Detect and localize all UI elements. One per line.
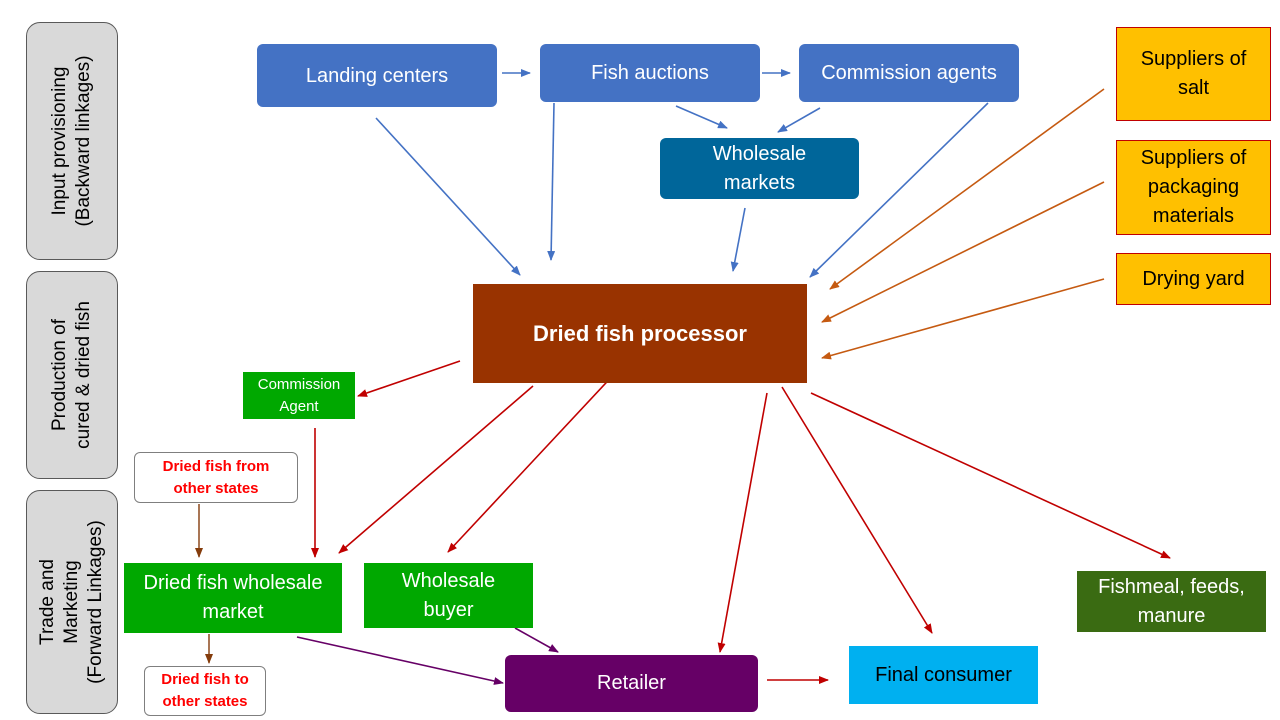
arrow-wholesale-markets-to-processor [730,207,746,272]
node-dried-fish-processor: Dried fish processor [473,284,807,383]
node-suppliers-of-salt: Suppliers of salt [1116,27,1271,121]
node-suppliers-of-packaging: Suppliers of packaging materials [1116,140,1271,235]
arrow-processor-to-wholesale-market [338,385,534,554]
stage-trade-marketing: Trade and Marketing (Forward Linkages) [26,490,118,714]
arrow-processor-to-fishmeal [810,392,1171,559]
node-wholesale-buyer: Wholesale buyer [364,563,533,628]
node-fishmeal-feeds-manure: Fishmeal, feeds, manure [1077,571,1266,632]
node-commission-agents: Commission agents [799,44,1019,102]
arrow-processor-to-final-consumer [781,386,933,634]
node-dried-fish-to-other-states: Dried fish to other states [144,666,266,716]
node-wholesale-markets: Wholesale markets [660,138,859,199]
node-landing-centers: Landing centers [257,44,497,107]
node-commission-agent: Commission Agent [243,372,355,419]
node-fish-auctions: Fish auctions [540,44,760,102]
arrow-agents-to-wholesale-markets [777,107,821,133]
arrow-salt-to-processor [829,88,1105,290]
node-retailer: Retailer [505,655,758,712]
arrow-wholesale-buyer-to-retailer [514,627,559,653]
arrow-auctions-to-processor [547,102,556,261]
stage-production: Production of cured & dried fish [26,271,118,479]
arrow-wholesale-market-to-retailer [296,636,504,685]
arrow-processor-to-retailer [717,392,768,653]
arrow-processor-to-wholesale-buyer [447,354,633,553]
node-final-consumer: Final consumer [849,646,1038,704]
arrow-drying-yard-to-processor [821,278,1105,360]
node-dried-fish-from-other-states: Dried fish from other states [134,452,298,503]
stage-trade-label: Trade and Marketing (Forward Linkages) [37,520,106,684]
node-drying-yard: Drying yard [1116,253,1271,305]
stage-input-provisioning: Input provisioning (Backward linkages) [26,22,118,260]
arrow-packaging-to-processor [821,181,1105,323]
arrow-processor-to-commission-agent [357,360,461,397]
stage-production-label: Production of cured & dried fish [49,301,94,449]
node-dried-fish-wholesale-market: Dried fish wholesale market [124,563,342,633]
arrow-auctions-to-wholesale-markets [675,105,728,129]
arrow-landing-to-processor [375,117,521,276]
stage-input-label: Input provisioning (Backward linkages) [49,55,94,227]
arrow-agents-to-processor [809,102,989,278]
